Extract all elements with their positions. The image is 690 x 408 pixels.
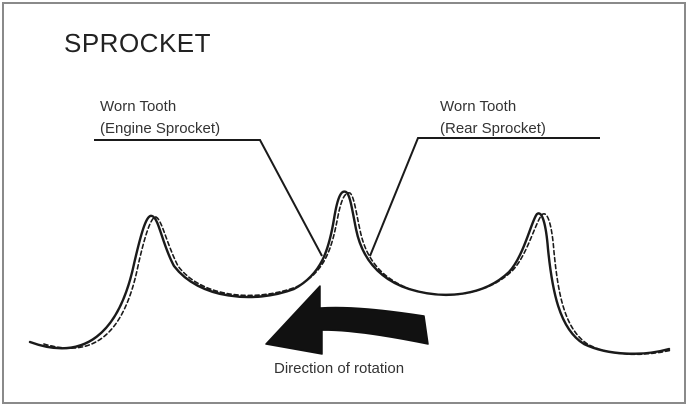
label-worn-tooth-rear-line2: (Rear Sprocket) <box>440 120 546 137</box>
sprocket-profile-solid <box>28 190 671 355</box>
sprocket-profile-dashed <box>43 192 673 356</box>
label-worn-tooth-engine-line1: Worn Tooth <box>100 98 177 115</box>
label-worn-tooth-rear-line1: Worn Tooth <box>440 98 517 115</box>
sprocket-diagram <box>28 137 673 356</box>
leader-line-engine <box>94 139 323 257</box>
leader-line-rear <box>369 137 600 257</box>
label-worn-tooth-engine: Worn Tooth (Engine Sprocket) <box>100 96 220 140</box>
label-worn-tooth-engine-line2: (Engine Sprocket) <box>100 120 221 137</box>
left-arrow-icon <box>265 285 429 355</box>
diagram-title: SPROCKET <box>64 28 212 58</box>
label-worn-tooth-rear: Worn Tooth (Rear Sprocket) <box>440 96 546 140</box>
rotation-caption: Direction of rotation <box>274 360 405 377</box>
diagram-frame: SPROCKET Worn Tooth (Engine Sprocket) Wo… <box>2 2 686 404</box>
